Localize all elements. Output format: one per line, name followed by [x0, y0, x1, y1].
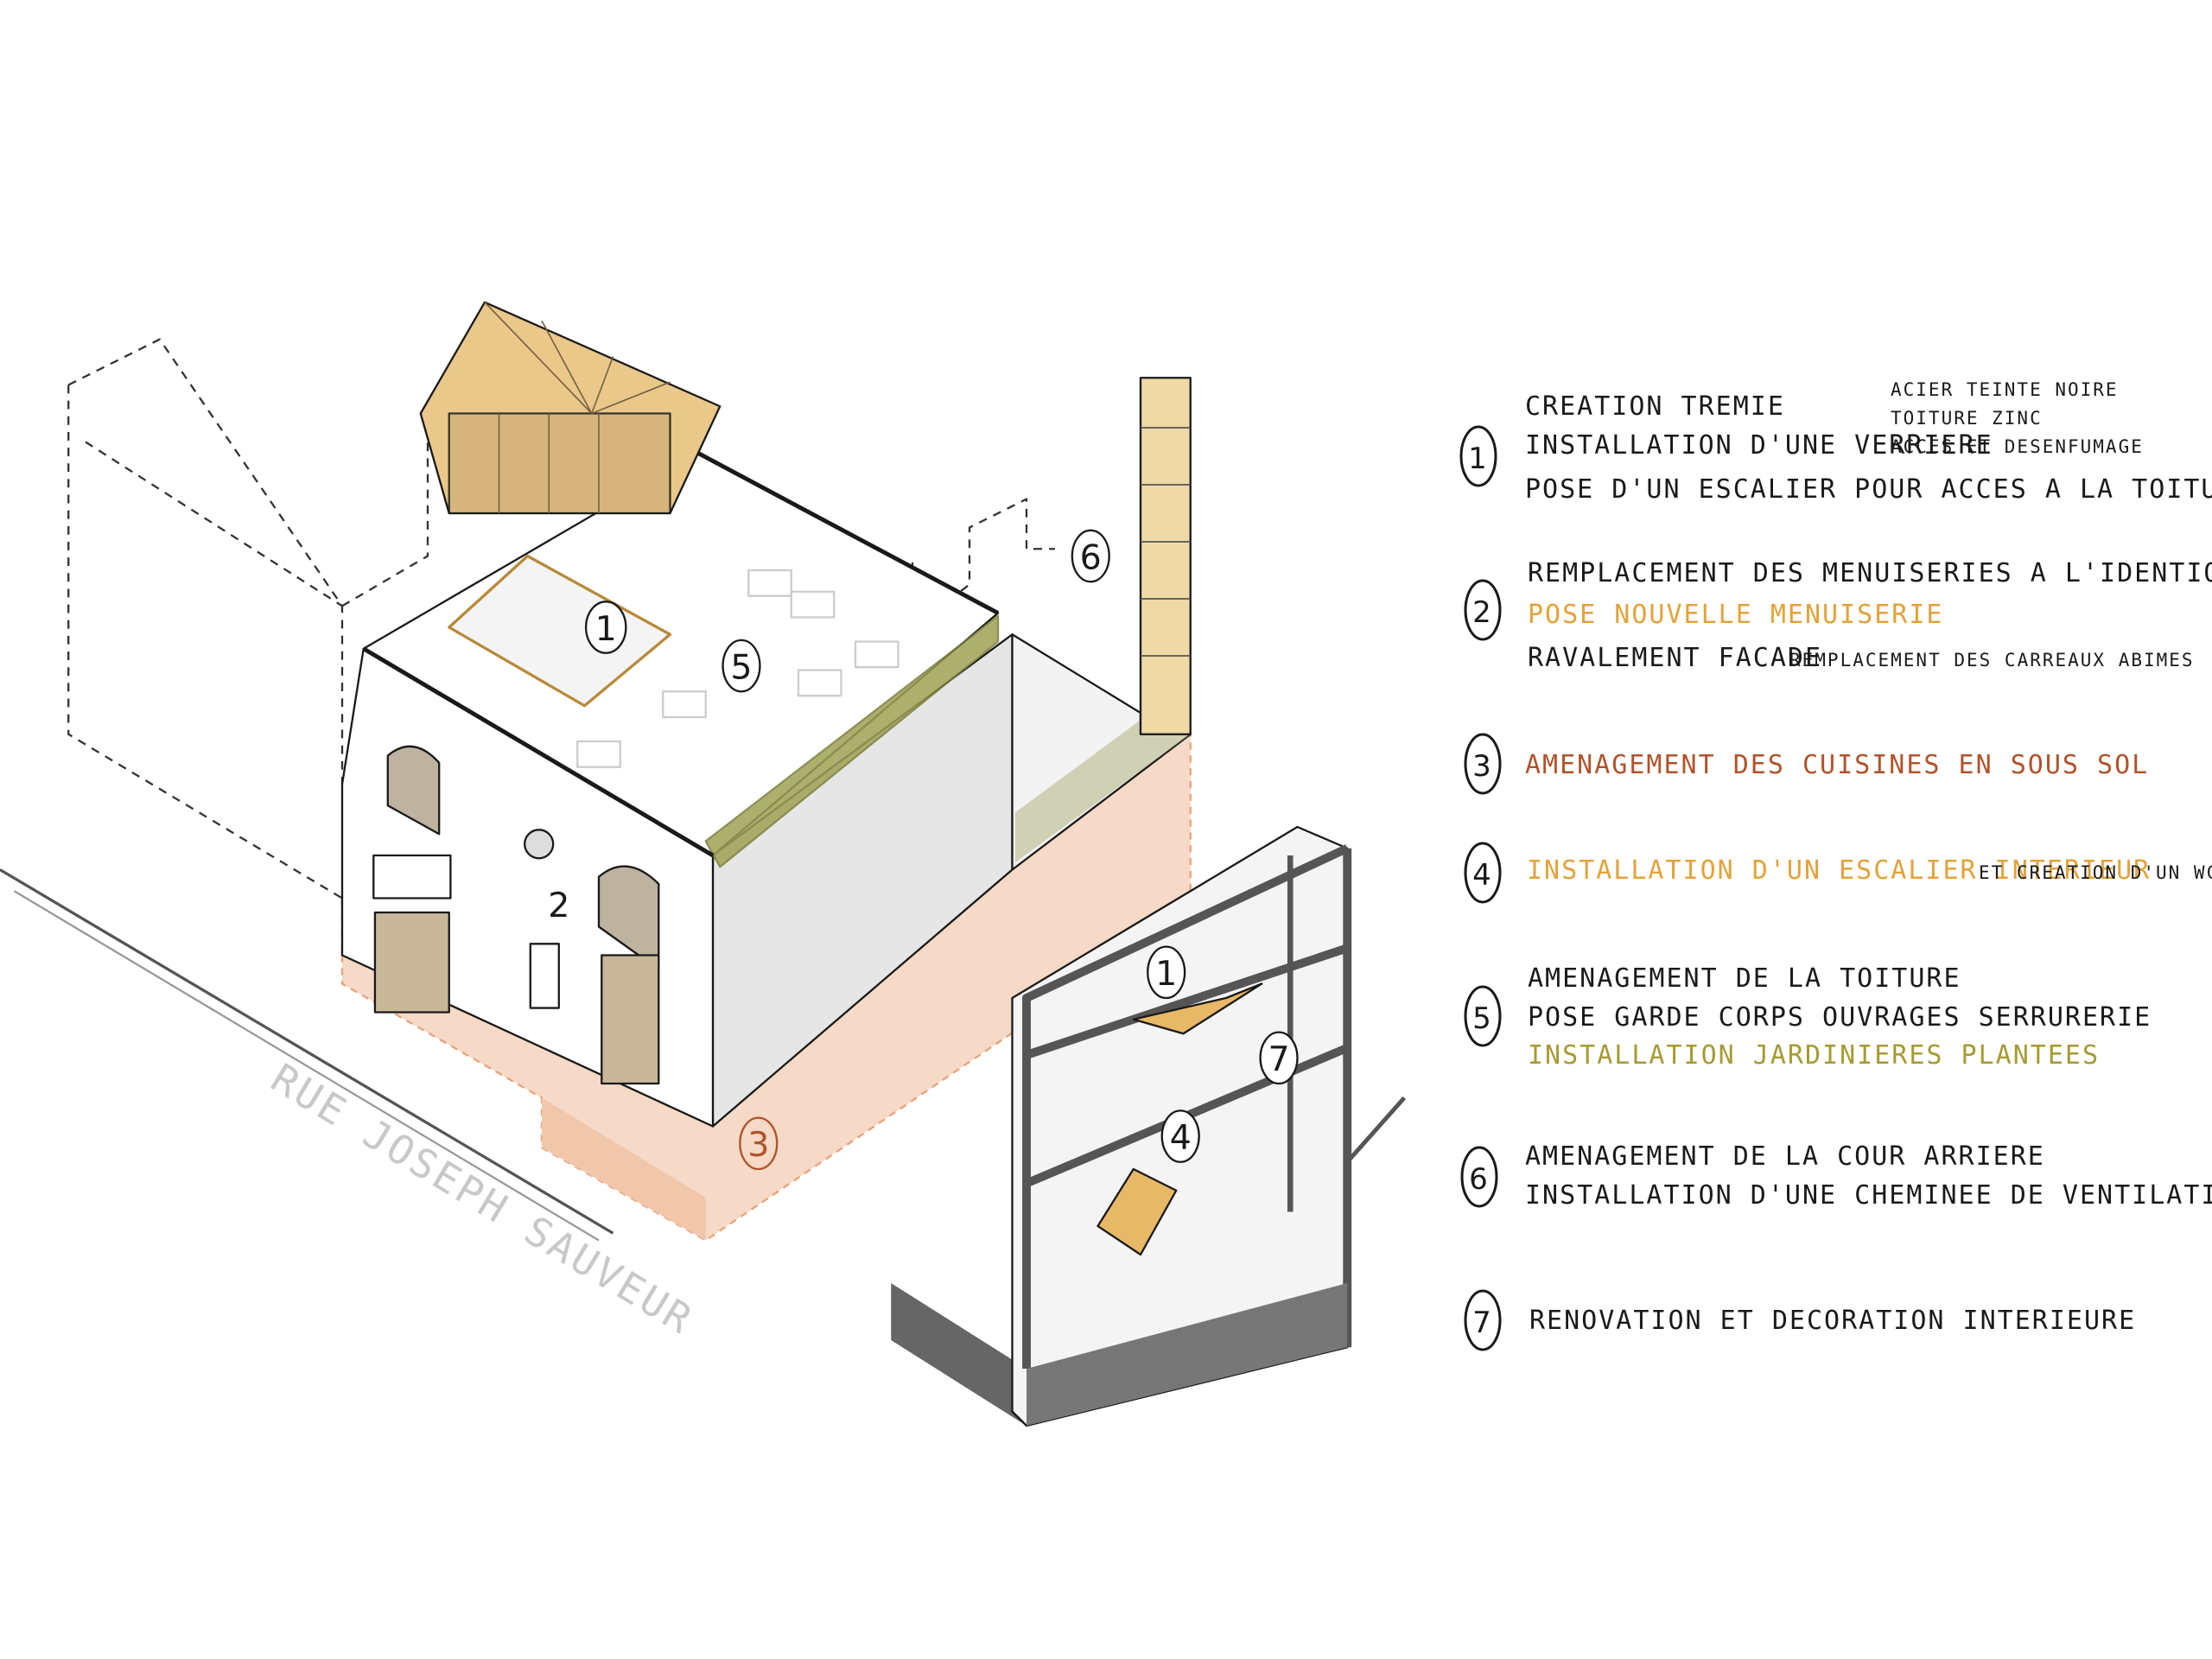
legend-note: ACCES ET DESENFUMAGE — [1891, 436, 2144, 457]
legend-line: REMPLACEMENT DES MENUISERIES A L'IDENTIQ… — [1528, 558, 2212, 588]
legend-line: POSE NOUVELLE MENUISERIE — [1528, 600, 1943, 630]
basement-face — [542, 1097, 706, 1241]
street-line — [0, 868, 614, 1235]
marker-circle — [1259, 1031, 1299, 1085]
legend-line: INSTALLATION D'UNE VERRIERE — [1525, 430, 1993, 461]
legend-number-circle — [1460, 1146, 1498, 1208]
guardrail — [362, 646, 715, 858]
roof-tables — [576, 569, 899, 768]
legend-number: 7 — [1472, 1306, 1493, 1340]
legend-line: RENOVATION ET DECORATION INTERIEURE — [1529, 1306, 2136, 1336]
legend-item-1: 1 CREATION TREMIE INSTALLATION D'UNE VER… — [1459, 379, 2212, 505]
legend-number-circle — [1464, 985, 1502, 1047]
legend-number-circle — [1459, 425, 1497, 487]
street-line — [13, 890, 600, 1242]
legend-number-circle — [1464, 579, 1502, 641]
legend-line: POSE D'UN ESCALIER POUR ACCES A LA TOITU… — [1525, 474, 2212, 505]
legend-number: 6 — [1469, 1162, 1490, 1197]
roof-opening — [448, 554, 672, 708]
marker-circle — [1071, 529, 1110, 583]
marker-circle — [721, 639, 761, 693]
courtyard-planter — [1014, 720, 1191, 863]
legend: 1 CREATION TREMIE INSTALLATION D'UNE VER… — [1459, 379, 2212, 1351]
legend-item-7: 7 RENOVATION ET DECORATION INTERIEURE — [1464, 1289, 2136, 1351]
legend-note: ET CREATION D'UN WC — [1979, 862, 2212, 883]
marker-cuisine: 3 — [747, 1125, 769, 1165]
legend-line: INSTALLATION JARDINIERES PLANTEES — [1528, 1040, 2100, 1071]
legend-item-5: 5 AMENAGEMENT DE LA TOITURE POSE GARDE C… — [1464, 963, 2152, 1071]
marker-toiture: 5 — [730, 647, 752, 687]
legend-note: ACIER TEINTE NOIRE — [1891, 379, 2119, 400]
legend-number: 5 — [1472, 1001, 1493, 1036]
legend-number: 1 — [1468, 442, 1489, 476]
marker-section-interieur: 7 — [1268, 1039, 1289, 1079]
legend-item-6: 6 AMENAGEMENT DE LA COUR ARRIERE INSTALL… — [1460, 1141, 2212, 1211]
shop-front — [373, 911, 450, 1014]
legend-number: 4 — [1472, 858, 1493, 893]
marker-verriere: 1 — [595, 609, 617, 649]
legend-line: RAVALEMENT FACADE — [1528, 643, 1822, 673]
marker-section-verriere: 1 — [1155, 954, 1177, 994]
window — [601, 954, 660, 1085]
legend-item-3: 3 AMENAGEMENT DES CUISINES EN SOUS SOL — [1464, 733, 2149, 795]
ventilation-chimney — [1139, 377, 1192, 735]
marker-facade: 2 — [548, 886, 569, 925]
legend-note: TOITURE ZINC — [1891, 408, 2043, 429]
legend-line: POSE GARDE CORPS OUVRAGES SERRURERIE — [1528, 1002, 2152, 1033]
arched-window — [597, 865, 660, 971]
legend-item-2: 2 REMPLACEMENT DES MENUISERIES A L'IDENT… — [1464, 558, 2212, 673]
legend-line: INSTALLATION D'UN ESCALIER INTERIEUR — [1527, 855, 2151, 886]
legend-number-circle — [1464, 1289, 1502, 1351]
shop-sign — [372, 854, 452, 899]
marker-circle — [1160, 1109, 1200, 1163]
legend-number-circle — [1464, 733, 1502, 795]
oculus-window — [524, 829, 555, 860]
legend-number: 2 — [1472, 595, 1493, 630]
marker-circle — [1147, 945, 1186, 1000]
arched-window — [386, 745, 441, 836]
legend-item-4: 4 INSTALLATION D'UN ESCALIER INTERIEUR E… — [1464, 842, 2212, 904]
legend-number: 3 — [1472, 749, 1493, 784]
marker-section-escalier: 4 — [1170, 1118, 1192, 1158]
guardrail — [697, 451, 1000, 615]
legend-line: INSTALLATION D'UNE CHEMINEE DE VENTILATI… — [1525, 1180, 2212, 1211]
legend-line: AMENAGEMENT DE LA TOITURE — [1528, 963, 1961, 994]
roof-planter — [704, 614, 1000, 868]
legend-line: AMENAGEMENT DE LA COUR ARRIERE — [1525, 1141, 2045, 1172]
marker-cour: 6 — [1080, 537, 1102, 577]
legend-number-circle — [1464, 842, 1502, 904]
marker-circle — [584, 601, 627, 654]
legend-note: REMPLACEMENT DES CARREAUX ABIMES — [1789, 650, 2195, 671]
legend-line: CREATION TREMIE — [1525, 391, 1785, 422]
glass-roof-walls — [448, 412, 671, 515]
legend-line: AMENAGEMENT DES CUISINES EN SOUS SOL — [1525, 750, 2149, 780]
door — [529, 943, 560, 1009]
marker-circle — [739, 1116, 779, 1171]
